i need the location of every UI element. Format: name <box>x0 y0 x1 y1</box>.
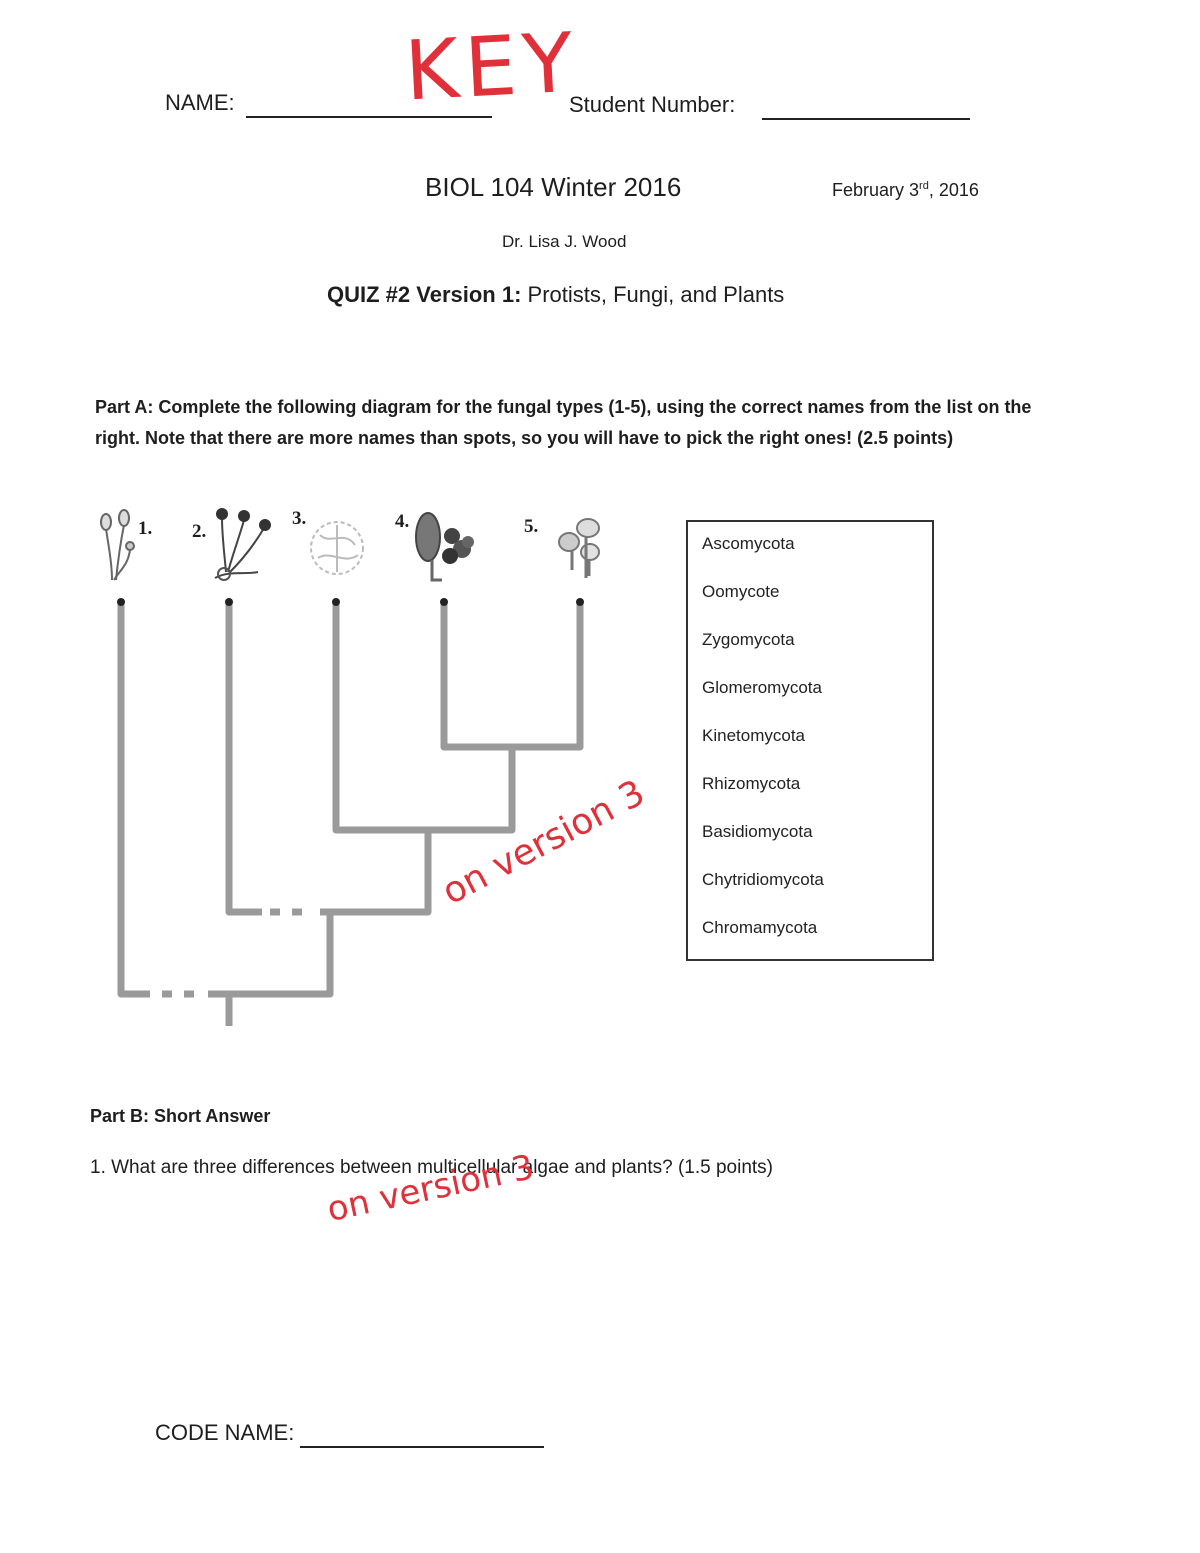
question-1: 1. What are three differences between mu… <box>90 1157 773 1178</box>
list-item: Rhizomycota <box>702 774 801 793</box>
part-a-instructions: Part A: Complete the following diagram f… <box>95 397 1032 448</box>
quiz-date: February 3rd, 2016 <box>832 180 979 200</box>
list-item: Chytridiomycota <box>702 870 824 889</box>
code-name-label: CODE NAME: <box>155 1420 295 1445</box>
list-item: Basidiomycota <box>702 822 813 841</box>
tip-label-4: 4. <box>395 511 410 532</box>
basidiomycete-mushroom-icon <box>558 518 600 578</box>
list-item: Oomycote <box>702 582 780 601</box>
chytrid-fungus-icon <box>100 509 135 581</box>
tree-branch-3-45 <box>332 602 516 834</box>
tip-dot-1 <box>117 598 125 606</box>
ascomycete-morel-icon <box>415 512 474 582</box>
zygomycete-fungus-icon <box>214 508 271 581</box>
list-item: Kinetomycota <box>702 726 805 745</box>
tip-label-2: 2. <box>192 521 207 542</box>
glomeromycete-fungus-icon <box>310 521 364 575</box>
tip-label-3: 3. <box>292 508 307 529</box>
tip-dot-2 <box>225 598 233 606</box>
tip-dot-5 <box>576 598 584 606</box>
tip-dot-4 <box>440 598 448 606</box>
list-item: Chromamycota <box>702 918 818 937</box>
student-number-field[interactable] <box>762 118 970 120</box>
student-number-label: Student Number: <box>569 92 736 117</box>
list-item: Glomeromycota <box>702 678 822 697</box>
tree-branch-2-345 <box>225 602 432 916</box>
fungal-names-list: Ascomycota Oomycote Zygomycota Glomeromy… <box>686 520 934 961</box>
part-b-heading: Part B: Short Answer <box>90 1106 271 1126</box>
instructor-name: Dr. Lisa J. Wood <box>502 232 627 251</box>
name-label: NAME: <box>165 90 235 115</box>
list-item: Ascomycota <box>702 534 795 553</box>
list-item: Zygomycota <box>702 630 795 649</box>
tree-branch-1-rest <box>117 602 334 998</box>
tip-label-1: 1. <box>138 518 153 539</box>
name-field[interactable] <box>246 116 492 118</box>
tree-branch-4-5 <box>440 602 584 751</box>
quiz-title: QUIZ #2 Version 1: Protists, Fungi, and … <box>327 282 785 307</box>
code-name-field[interactable] <box>300 1446 544 1448</box>
course-title: BIOL 104 Winter 2016 <box>425 172 682 202</box>
tip-label-5: 5. <box>524 516 539 537</box>
tip-dot-3 <box>332 598 340 606</box>
